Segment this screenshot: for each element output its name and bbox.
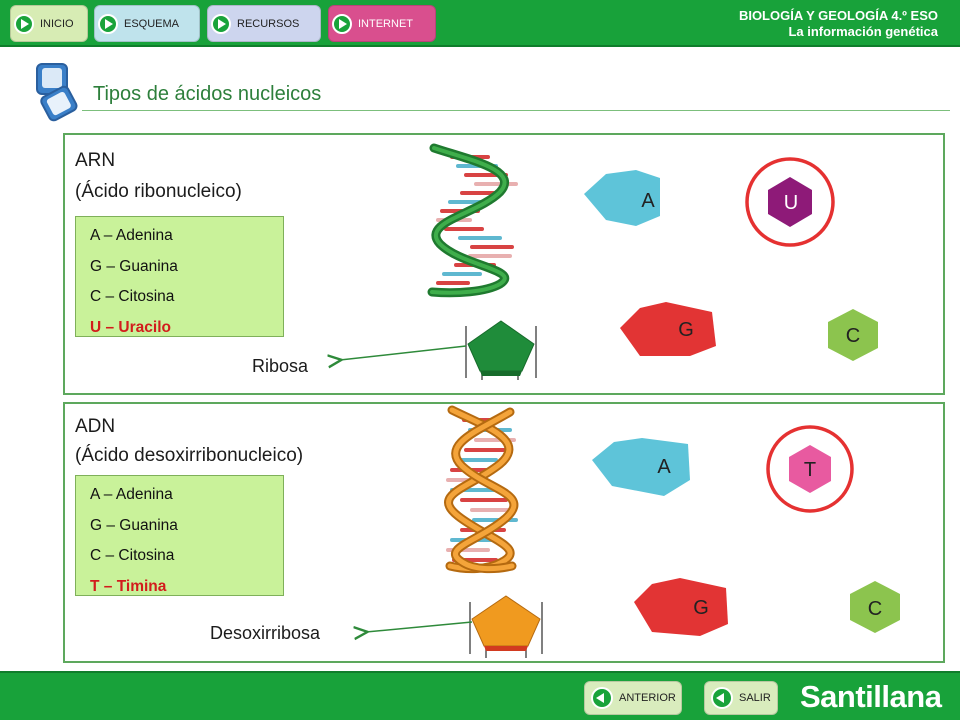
title-divider	[82, 110, 950, 111]
adn-base-cytosine: C – Citosina	[90, 547, 175, 564]
arn-name: ARN	[75, 150, 116, 171]
adn-base-guanine: G – Guanina	[90, 516, 178, 534]
adn-full-name: (Ácido desoxirribonucleico)	[75, 445, 304, 466]
arn-uracil-highlight: U	[745, 157, 835, 247]
recursos-button[interactable]: RECURSOS	[207, 5, 321, 42]
esquema-button[interactable]: ESQUEMA	[94, 5, 200, 42]
svg-text:C: C	[846, 325, 860, 347]
back-arrow-icon	[591, 687, 613, 709]
brand-logo: Santillana	[800, 679, 942, 714]
adn-bases-box: A – Adenina G – Guanina C – Citosina T –…	[75, 475, 284, 596]
adn-thymine-highlight: T	[766, 425, 854, 513]
adn-base-adenine: A – Adenina	[90, 486, 173, 503]
anterior-button[interactable]: ANTERIOR	[584, 681, 682, 715]
anterior-label: ANTERIOR	[619, 692, 676, 704]
top-bar: INICIO ESQUEMA RECURSOS INTERNET BIOLOGÍ…	[0, 0, 960, 47]
section-icon	[36, 63, 78, 122]
svg-text:T: T	[804, 459, 816, 481]
svg-text:G: G	[693, 597, 709, 619]
inicio-button[interactable]: INICIO	[10, 5, 88, 42]
esquema-label: ESQUEMA	[124, 17, 180, 30]
arn-base-cytosine: C – Citosina	[90, 288, 175, 305]
salir-button[interactable]: SALIR	[704, 681, 778, 715]
subject-title: BIOLOGÍA Y GEOLOGÍA 4.º ESO	[738, 8, 938, 23]
svg-text:G: G	[678, 319, 694, 341]
unit-title: La información genética	[788, 24, 938, 39]
svg-text:A: A	[641, 190, 655, 212]
svg-text:A: A	[657, 456, 671, 478]
play-arrow-icon	[211, 13, 231, 34]
arn-base-guanine: G – Guanina	[90, 257, 178, 275]
play-arrow-icon	[332, 13, 352, 34]
inicio-label: INICIO	[40, 17, 74, 30]
recursos-label: RECURSOS	[237, 17, 300, 30]
adn-adenine-molecule: A	[592, 438, 690, 496]
adn-helix-icon	[444, 405, 519, 574]
internet-button[interactable]: INTERNET	[328, 5, 436, 42]
arn-adenine-molecule: A	[584, 170, 660, 226]
deoxyribose-label: Desoxirribosa	[210, 623, 321, 643]
arn-full-name: (Ácido ribonucleico)	[75, 181, 242, 202]
ribose-pentagon-icon	[465, 320, 537, 380]
adn-base-thymine: T – Timina	[90, 577, 167, 595]
ribose-label: Ribosa	[252, 356, 309, 376]
adn-guanine-molecule: G	[634, 578, 728, 636]
salir-label: SALIR	[739, 692, 771, 704]
arn-bases-box: A – Adenina G – Guanina C – Citosina U –…	[75, 216, 284, 337]
arn-guanine-molecule: G	[620, 302, 716, 356]
back-arrow-icon	[711, 687, 733, 709]
svg-text:U: U	[784, 192, 798, 214]
internet-label: INTERNET	[358, 17, 413, 30]
bottom-bar: ANTERIOR SALIR Santillana	[0, 671, 960, 720]
adn-name: ADN	[75, 416, 116, 437]
deoxyribose-pentagon-icon	[469, 595, 543, 658]
svg-text:C: C	[868, 598, 882, 620]
play-arrow-icon	[14, 13, 34, 34]
arn-cytosine-molecule: C	[828, 309, 878, 361]
arn-base-uracil: U – Uracilo	[90, 318, 171, 336]
adn-cytosine-molecule: C	[850, 581, 900, 633]
arn-base-adenine: A – Adenina	[90, 227, 173, 244]
deoxyribose-arrow	[366, 621, 473, 632]
page-title: Tipos de ácidos nucleicos	[93, 83, 322, 105]
arn-helix-icon	[427, 143, 518, 298]
play-arrow-icon	[98, 13, 118, 34]
subject-header: BIOLOGÍA Y GEOLOGÍA 4.º ESO La informaci…	[739, 8, 938, 40]
ribose-arrow	[340, 345, 467, 360]
